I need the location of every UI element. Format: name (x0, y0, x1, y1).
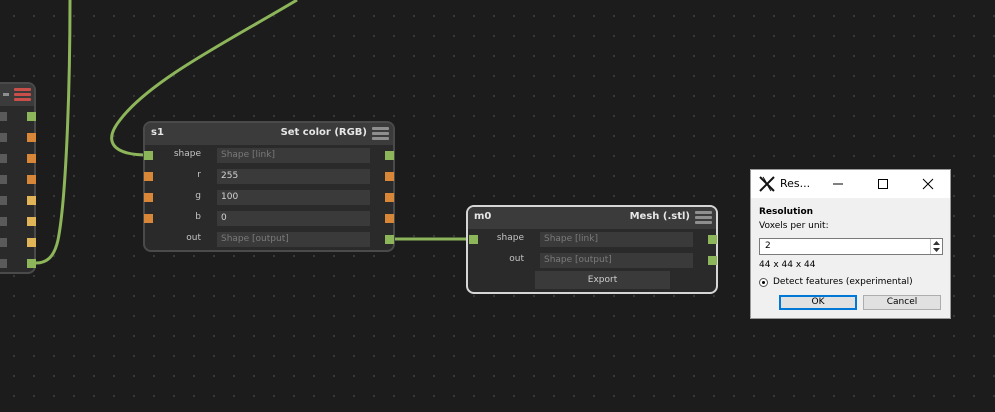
section-title: Resolution (759, 207, 814, 217)
node-type: Set color (RGB) (280, 127, 367, 138)
node-toggle-icon (3, 93, 9, 96)
node-header (0, 84, 34, 106)
resolution-dialog: Res... Resolution Voxels per unit: 2 44 … (750, 169, 951, 319)
row-label: b (195, 212, 201, 222)
input-port[interactable] (0, 175, 7, 184)
shape-field: Shape [link] (217, 148, 370, 163)
node-header: s1 Set color (RGB) (145, 123, 393, 145)
node-set-color[interactable]: s1 Set color (RGB) shape Shape [link] r … (143, 121, 395, 252)
node-partial-left[interactable] (0, 82, 36, 274)
r-field[interactable]: 255 (217, 169, 370, 184)
node-type: Mesh (.stl) (629, 211, 690, 222)
cancel-button[interactable]: Cancel (863, 295, 941, 310)
output-port-shape[interactable] (385, 151, 394, 160)
hamburger-menu-icon[interactable] (14, 88, 31, 102)
input-port[interactable] (0, 238, 7, 247)
node-mesh-stl[interactable]: m0 Mesh (.stl) shape Shape [link] out Sh… (466, 205, 718, 294)
row-label: shape (496, 233, 524, 243)
input-port-shape[interactable] (469, 235, 478, 244)
hamburger-menu-icon[interactable] (372, 127, 389, 141)
input-port[interactable] (0, 259, 7, 268)
maximize-icon[interactable] (872, 175, 894, 193)
row-label: out (509, 254, 524, 264)
row-out: out Shape [output] (468, 250, 717, 271)
export-button[interactable]: Export (535, 271, 670, 289)
input-port[interactable] (0, 133, 7, 142)
output-field: Shape [output] (540, 253, 693, 268)
wire-upstream-to-s1-shape (110, 0, 298, 157)
input-port-r[interactable] (144, 172, 153, 181)
output-port-shape[interactable] (708, 235, 717, 244)
row-label: out (186, 233, 201, 243)
voxels-label: Voxels per unit: (759, 221, 829, 231)
dialog-title: Res... (780, 177, 811, 190)
output-port-out[interactable] (708, 256, 717, 265)
shape-field: Shape [link] (540, 232, 693, 247)
detect-features-label[interactable]: Detect features (experimental) (773, 277, 913, 287)
voxels-spinbox[interactable]: 2 (759, 238, 943, 255)
row-label: r (197, 170, 201, 180)
output-port[interactable] (27, 196, 36, 205)
dimensions-text: 44 x 44 x 44 (759, 260, 816, 270)
ok-button[interactable]: OK (779, 295, 857, 310)
detect-features-radio[interactable] (759, 278, 768, 287)
row-out: out Shape [output] (145, 229, 394, 250)
output-port[interactable] (27, 133, 36, 142)
input-port-shape[interactable] (144, 151, 153, 160)
output-port-g[interactable] (385, 193, 394, 202)
output-port-r[interactable] (385, 172, 394, 181)
output-port[interactable] (27, 238, 36, 247)
input-port[interactable] (0, 154, 7, 163)
output-port[interactable] (27, 259, 36, 268)
input-port-g[interactable] (144, 193, 153, 202)
dialog-titlebar[interactable]: Res... (751, 170, 950, 198)
row-label: g (195, 191, 201, 201)
voxels-value[interactable]: 2 (765, 241, 771, 251)
hamburger-menu-icon[interactable] (695, 211, 712, 225)
node-header: m0 Mesh (.stl) (468, 207, 716, 229)
node-id[interactable]: m0 (474, 211, 492, 222)
output-field: Shape [output] (217, 232, 370, 247)
row-r: r 255 (144, 166, 394, 187)
row-g: g 100 (144, 187, 394, 208)
b-field[interactable]: 0 (217, 211, 370, 226)
output-port-b[interactable] (385, 214, 394, 223)
output-port[interactable] (27, 154, 36, 163)
g-field[interactable]: 100 (217, 190, 370, 205)
input-port[interactable] (0, 196, 7, 205)
node-id[interactable]: s1 (151, 127, 164, 138)
input-port[interactable] (0, 217, 7, 226)
input-port-b[interactable] (144, 214, 153, 223)
output-port[interactable] (27, 175, 36, 184)
row-shape: shape Shape [link] (468, 229, 717, 250)
row-b: b 0 (144, 208, 394, 229)
output-port-out[interactable] (385, 235, 394, 244)
close-icon[interactable] (917, 175, 939, 193)
row-label: shape (173, 149, 201, 159)
wire-upstream-to-left-node (35, 0, 72, 265)
app-icon (759, 176, 775, 192)
minimize-icon[interactable] (827, 175, 849, 193)
row-shape: shape Shape [link] (144, 145, 394, 166)
input-port[interactable] (0, 112, 7, 121)
output-port[interactable] (27, 112, 36, 121)
output-port[interactable] (27, 217, 36, 226)
spin-arrows-icon[interactable] (930, 239, 942, 254)
